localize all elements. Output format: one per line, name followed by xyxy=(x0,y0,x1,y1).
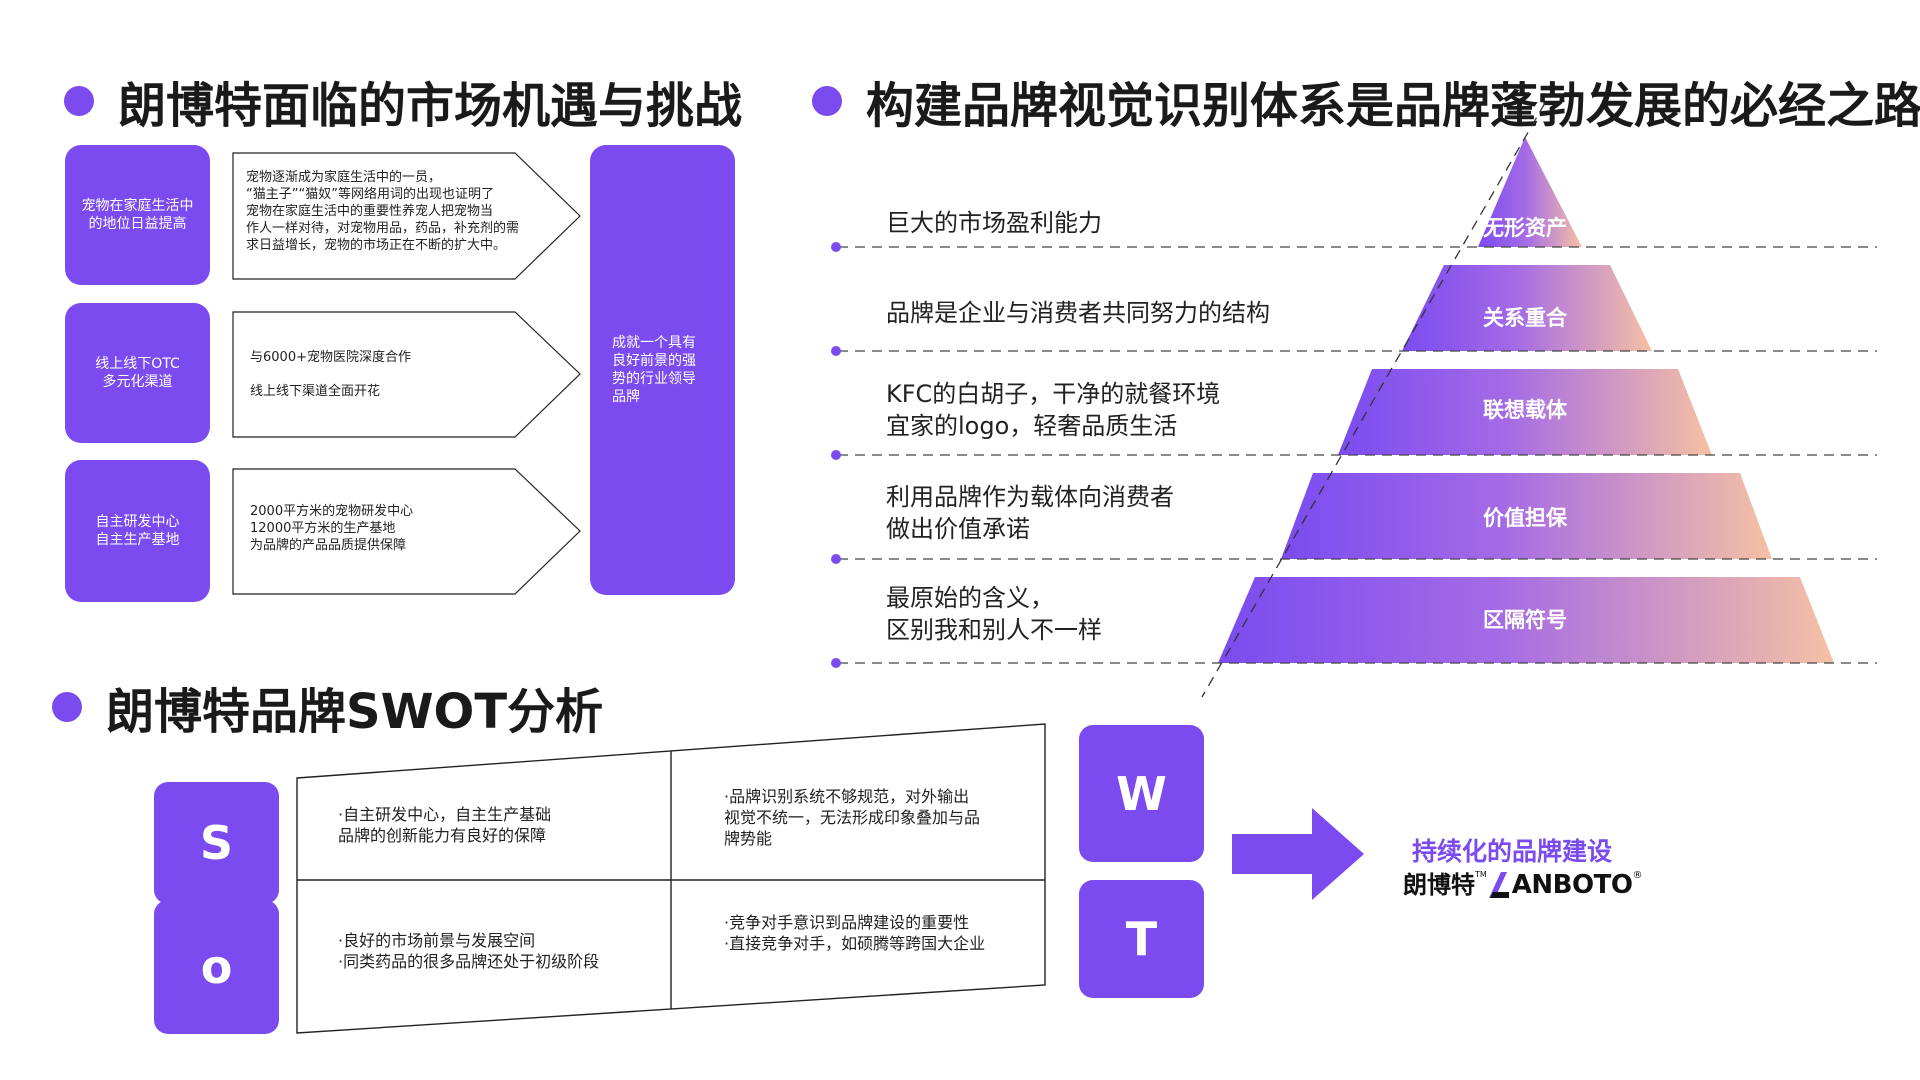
market-detail-text: 2000平方米的宠物研发中心 12000平方米的生产基地 为品牌的产品品质提供保… xyxy=(250,504,414,553)
pyramid-bullet-dot-icon xyxy=(831,554,841,564)
logo-cn-text: 朗博特 xyxy=(1403,871,1475,899)
market-detail-arrow: 与6000+宠物医院深度合作 线上线下渠道全面开花 xyxy=(232,311,582,438)
bullet-dot-icon xyxy=(64,86,94,116)
market-result-box: 成就一个具有 良好前景的强 势的行业领导 品牌 xyxy=(590,145,735,595)
arrow-shape-icon xyxy=(232,468,581,595)
market-heading-text: 朗博特面临的市场机遇与挑战 xyxy=(118,78,743,134)
brand-vi-heading-text: 构建品牌视觉识别体系是品牌蓬勃发展的必经之路 xyxy=(866,78,1920,134)
pyramid-bullet-dot-icon xyxy=(831,346,841,356)
pyramid-tier-text: 联想载体 xyxy=(1483,398,1567,422)
market-factor-box: 宠物在家庭生活中 的地位日益提高 xyxy=(65,145,210,285)
arrow-shape-icon xyxy=(232,152,581,280)
swot-s-box: S xyxy=(154,782,279,904)
pyramid-tier-text: 无形资产 xyxy=(1483,216,1567,240)
swot-grid-frame xyxy=(296,723,1046,1034)
market-detail-text: 宠物逐渐成为家庭生活中的一员， “猫主子”“猫奴”等网络用词的出现也证明了 宠物… xyxy=(246,170,520,253)
anboto-logo: 朗博特 TM ANBOTO ® xyxy=(1403,870,1642,900)
pyramid-level-label: 巨大的市场盈利能力 xyxy=(886,209,1102,237)
brand-vi-heading: 构建品牌视觉识别体系是品牌蓬勃发展的必经之路 xyxy=(812,66,1920,136)
logo-tm-text: TM xyxy=(1475,870,1487,879)
pyramid-tier-text: 区隔符号 xyxy=(1483,608,1567,632)
market-detail-arrow: 2000平方米的宠物研发中心 12000平方米的生产基地 为品牌的产品品质提供保… xyxy=(232,468,582,595)
pyramid-tier-text: 关系重合 xyxy=(1483,306,1567,330)
pyramid-level-label: 品牌是企业与消费者共同努力的结构 xyxy=(886,299,1270,327)
arrow-shape-icon xyxy=(232,311,581,438)
bullet-dot-icon xyxy=(52,692,82,722)
swot-w-box: W xyxy=(1079,725,1204,862)
pyramid-level-label: KFC的白胡子，干净的就餐环境 宜家的logo，轻奢品质生活 xyxy=(886,380,1221,440)
swot-o-box: o xyxy=(154,900,279,1034)
swot-heading-text: 朗博特品牌SWOT分析 xyxy=(106,684,604,740)
pyramid-bullet-dot-icon xyxy=(831,450,841,460)
pyramid-level-label: 最原始的含义， 区别我和别人不一样 xyxy=(886,584,1102,644)
logo-mark-icon xyxy=(1488,872,1509,898)
bullet-dot-icon xyxy=(812,86,842,116)
logo-en-text: ANBOTO xyxy=(1511,870,1633,900)
market-factor-box: 线上线下OTC 多元化渠道 xyxy=(65,303,210,443)
pyramid-tier-text: 价值担保 xyxy=(1483,506,1567,530)
swot-strengths-text: ·自主研发中心，自主生产基础 品牌的创新能力有良好的保障 xyxy=(338,805,552,845)
outcome-title: 持续化的品牌建设 xyxy=(1412,837,1613,866)
swot-opportunities-text: ·良好的市场前景与发展空间 ·同类药品的很多品牌还处于初级阶段 xyxy=(338,931,600,971)
swot-weaknesses-text: ·品牌识别系统不够规范，对外输出 视觉不统一，无法形成印象叠加与品 牌势能 xyxy=(724,787,981,848)
swot-t-box: T xyxy=(1079,880,1204,998)
logo-reg-text: ® xyxy=(1632,870,1643,881)
swot-heading: 朗博特品牌SWOT分析 xyxy=(52,672,603,742)
pyramid-level-label: 利用品牌作为载体向消费者 做出价值承诺 xyxy=(886,483,1174,543)
market-factor-box: 自主研发中心 自主生产基地 xyxy=(65,460,210,602)
market-detail-arrow: 宠物逐渐成为家庭生活中的一员， “猫主子”“猫奴”等网络用词的出现也证明了 宠物… xyxy=(232,152,582,280)
swot-threats-text: ·竞争对手意识到品牌建设的重要性 ·直接竞争对手，如硕腾等跨国大企业 xyxy=(724,913,986,953)
big-arrow-right-icon xyxy=(1232,808,1364,900)
market-detail-text: 与6000+宠物医院深度合作 线上线下渠道全面开花 xyxy=(250,350,411,399)
pyramid-bullet-dot-icon xyxy=(831,242,841,252)
pyramid-bullet-dot-icon xyxy=(831,658,841,668)
market-heading: 朗博特面临的市场机遇与挑战 xyxy=(64,66,742,136)
